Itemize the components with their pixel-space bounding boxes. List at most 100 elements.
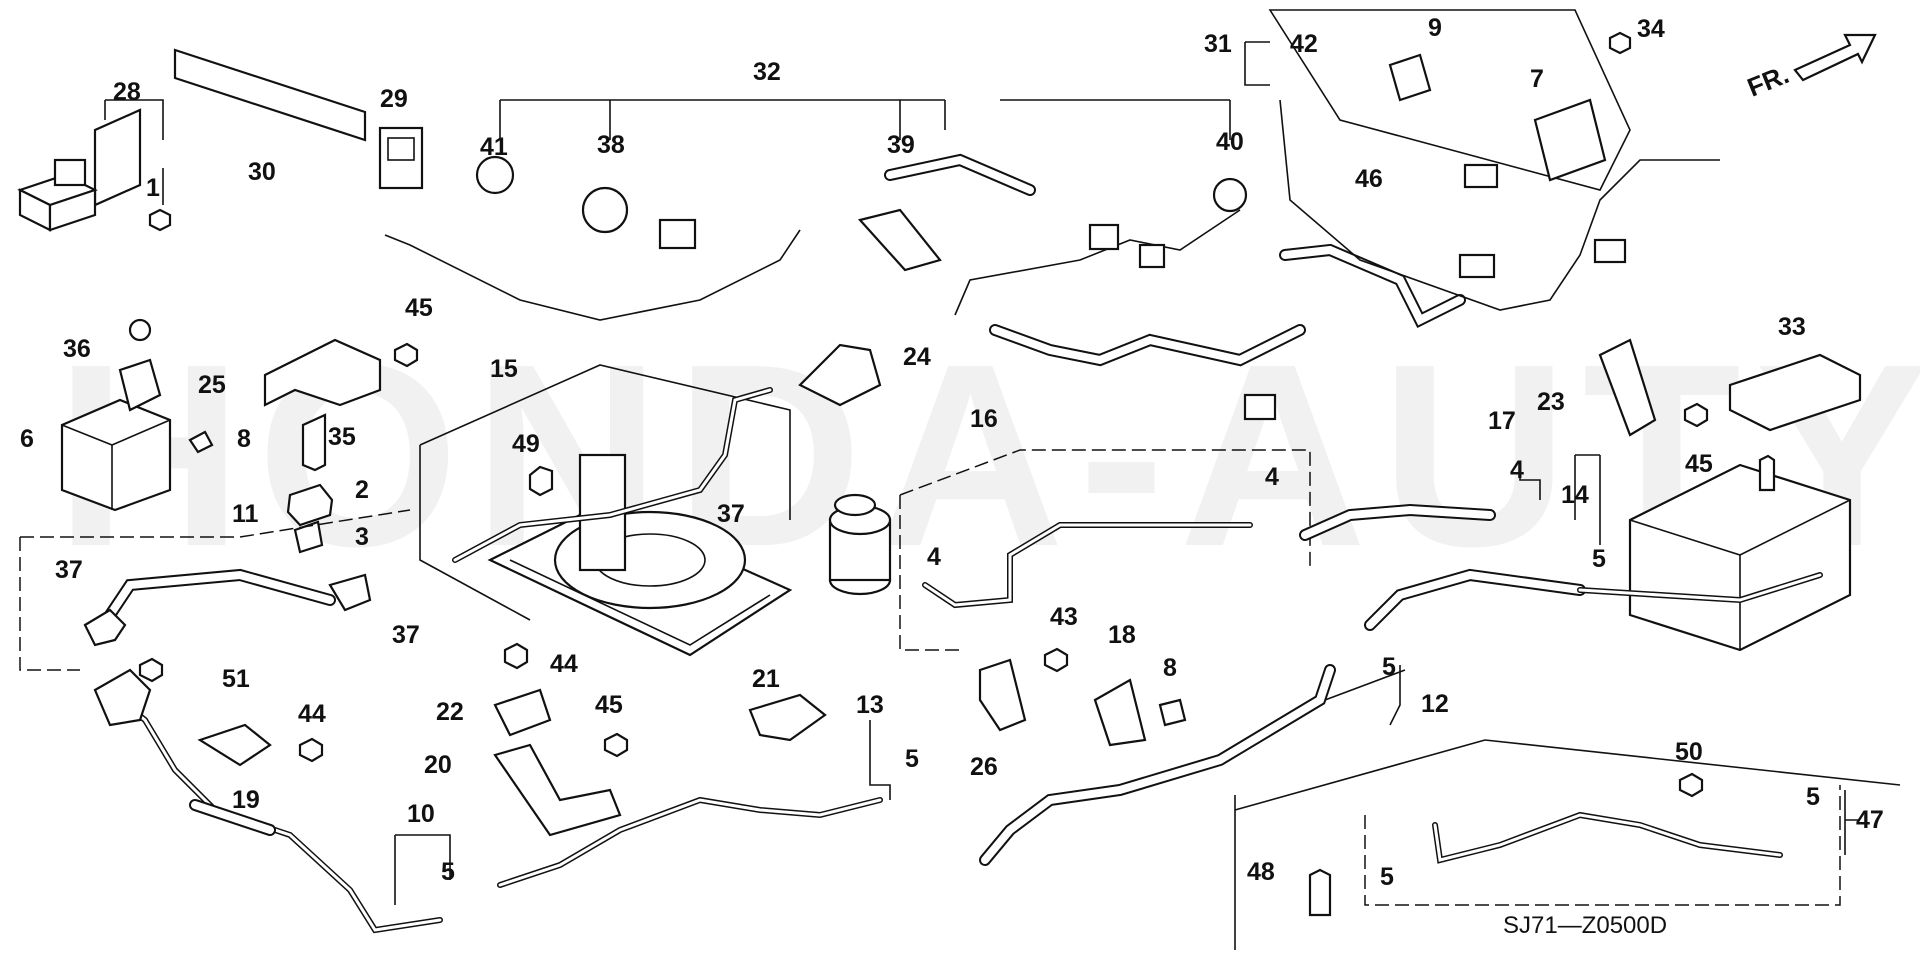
bolt-part-51 <box>138 657 164 683</box>
callout-5d: 5 <box>441 858 455 886</box>
bracket-lines-31 <box>1244 41 1270 86</box>
direction-label: FR. <box>1743 59 1793 103</box>
clamp-part-41 <box>475 155 515 195</box>
callout-5f: 5 <box>1806 783 1820 811</box>
callout-5c: 5 <box>905 745 919 773</box>
callout-4a: 4 <box>927 543 941 571</box>
switch-part <box>17 108 142 232</box>
harness-wire <box>384 229 801 321</box>
insulator-pad-part <box>1728 353 1862 432</box>
callout-19: 19 <box>232 786 260 814</box>
clamp-part-40 <box>1212 177 1248 213</box>
callout-44a: 44 <box>550 650 578 678</box>
callout-13: 13 <box>856 691 884 719</box>
pipe-group-outline <box>899 449 1311 651</box>
screw-part-34 <box>1608 31 1632 55</box>
nut-part-50 <box>1678 772 1704 798</box>
callout-45c: 45 <box>595 691 623 719</box>
callout-41: 41 <box>480 133 508 161</box>
callout-45a: 45 <box>405 294 433 322</box>
callout-5a: 5 <box>1592 545 1606 573</box>
callout-32: 32 <box>753 58 781 86</box>
hose-fitting-part <box>83 608 127 647</box>
callout-45b: 45 <box>1685 450 1713 478</box>
relay-part <box>1388 53 1432 102</box>
callout-28: 28 <box>113 78 141 106</box>
callout-8b: 8 <box>1163 654 1177 682</box>
hose-group-outline <box>19 509 411 671</box>
leader-17 <box>1519 465 1541 500</box>
condenser-part <box>487 453 793 657</box>
pipe-part-47 <box>1432 811 1783 864</box>
relay-bracket-part <box>1533 98 1607 182</box>
bolt-part-44 <box>503 642 529 670</box>
callout-2: 2 <box>355 476 369 504</box>
callout-34: 34 <box>1637 15 1665 43</box>
bracket-part-18 <box>1093 678 1147 747</box>
callout-42: 42 <box>1290 30 1318 58</box>
callout-51: 51 <box>222 665 250 693</box>
callout-4c: 4 <box>1510 456 1524 484</box>
callout-17: 17 <box>1488 407 1516 435</box>
callout-40: 40 <box>1216 128 1244 156</box>
connector-part-5 <box>1243 393 1277 421</box>
bolt-part-49 <box>528 465 554 497</box>
control-unit-part <box>60 318 172 512</box>
bolt-part-43 <box>1043 647 1069 673</box>
callout-5b: 5 <box>1382 653 1396 681</box>
leader-13 <box>869 720 891 800</box>
callout-7: 7 <box>1530 65 1544 93</box>
bracket-part-20 <box>493 743 622 837</box>
clamp-part-39 <box>857 208 942 272</box>
clamp-part-38 <box>581 186 629 234</box>
leader-47 <box>1844 790 1860 855</box>
callout-16: 16 <box>970 405 998 433</box>
bolt-part <box>301 413 327 472</box>
receiver-drier-part <box>828 493 892 596</box>
leader-12 <box>1324 665 1406 726</box>
callout-4b: 4 <box>1265 463 1279 491</box>
harness-wire-2 <box>1279 99 1720 311</box>
callout-38: 38 <box>597 131 625 159</box>
connector-part-46b <box>1463 163 1499 189</box>
connector-part <box>1088 223 1120 251</box>
callout-6: 6 <box>20 425 34 453</box>
callout-23: 23 <box>1537 388 1565 416</box>
callout-3: 3 <box>355 523 369 551</box>
callout-30: 30 <box>248 158 276 186</box>
hose-part-12 <box>979 664 1336 866</box>
connector-part-46 <box>1458 253 1496 279</box>
callout-1: 1 <box>146 174 160 202</box>
callout-46: 46 <box>1355 165 1383 193</box>
callout-49: 49 <box>512 430 540 458</box>
callout-37c: 37 <box>717 500 745 528</box>
inset-dashed-outline <box>1364 785 1841 906</box>
connector-part-4 <box>658 218 697 250</box>
condenser-group-outline <box>419 364 791 621</box>
callout-35: 35 <box>328 423 356 451</box>
callout-36: 36 <box>63 335 91 363</box>
callout-37b: 37 <box>392 621 420 649</box>
callout-48: 48 <box>1247 858 1275 886</box>
diagram-code: SJ71—Z0500D <box>1503 912 1667 939</box>
leader-28 <box>104 99 164 140</box>
connector-part-3 <box>1593 238 1627 264</box>
bolt-part-44b <box>298 737 324 763</box>
callout-44b: 44 <box>298 700 326 728</box>
pipe-part-10 <box>117 697 443 934</box>
callout-31: 31 <box>1204 30 1232 58</box>
callout-21: 21 <box>752 665 780 693</box>
screw-part <box>148 208 172 232</box>
bolt-part-45c <box>603 732 629 758</box>
callout-24: 24 <box>903 343 931 371</box>
clamp-part-22 <box>493 688 552 737</box>
leader-14 <box>1574 454 1601 545</box>
trim-panel-part <box>173 48 367 142</box>
callout-39: 39 <box>887 131 915 159</box>
nut-part <box>293 520 324 554</box>
callout-11: 11 <box>232 500 259 528</box>
callout-22: 22 <box>436 698 464 726</box>
clamp-part-19 <box>197 723 272 767</box>
